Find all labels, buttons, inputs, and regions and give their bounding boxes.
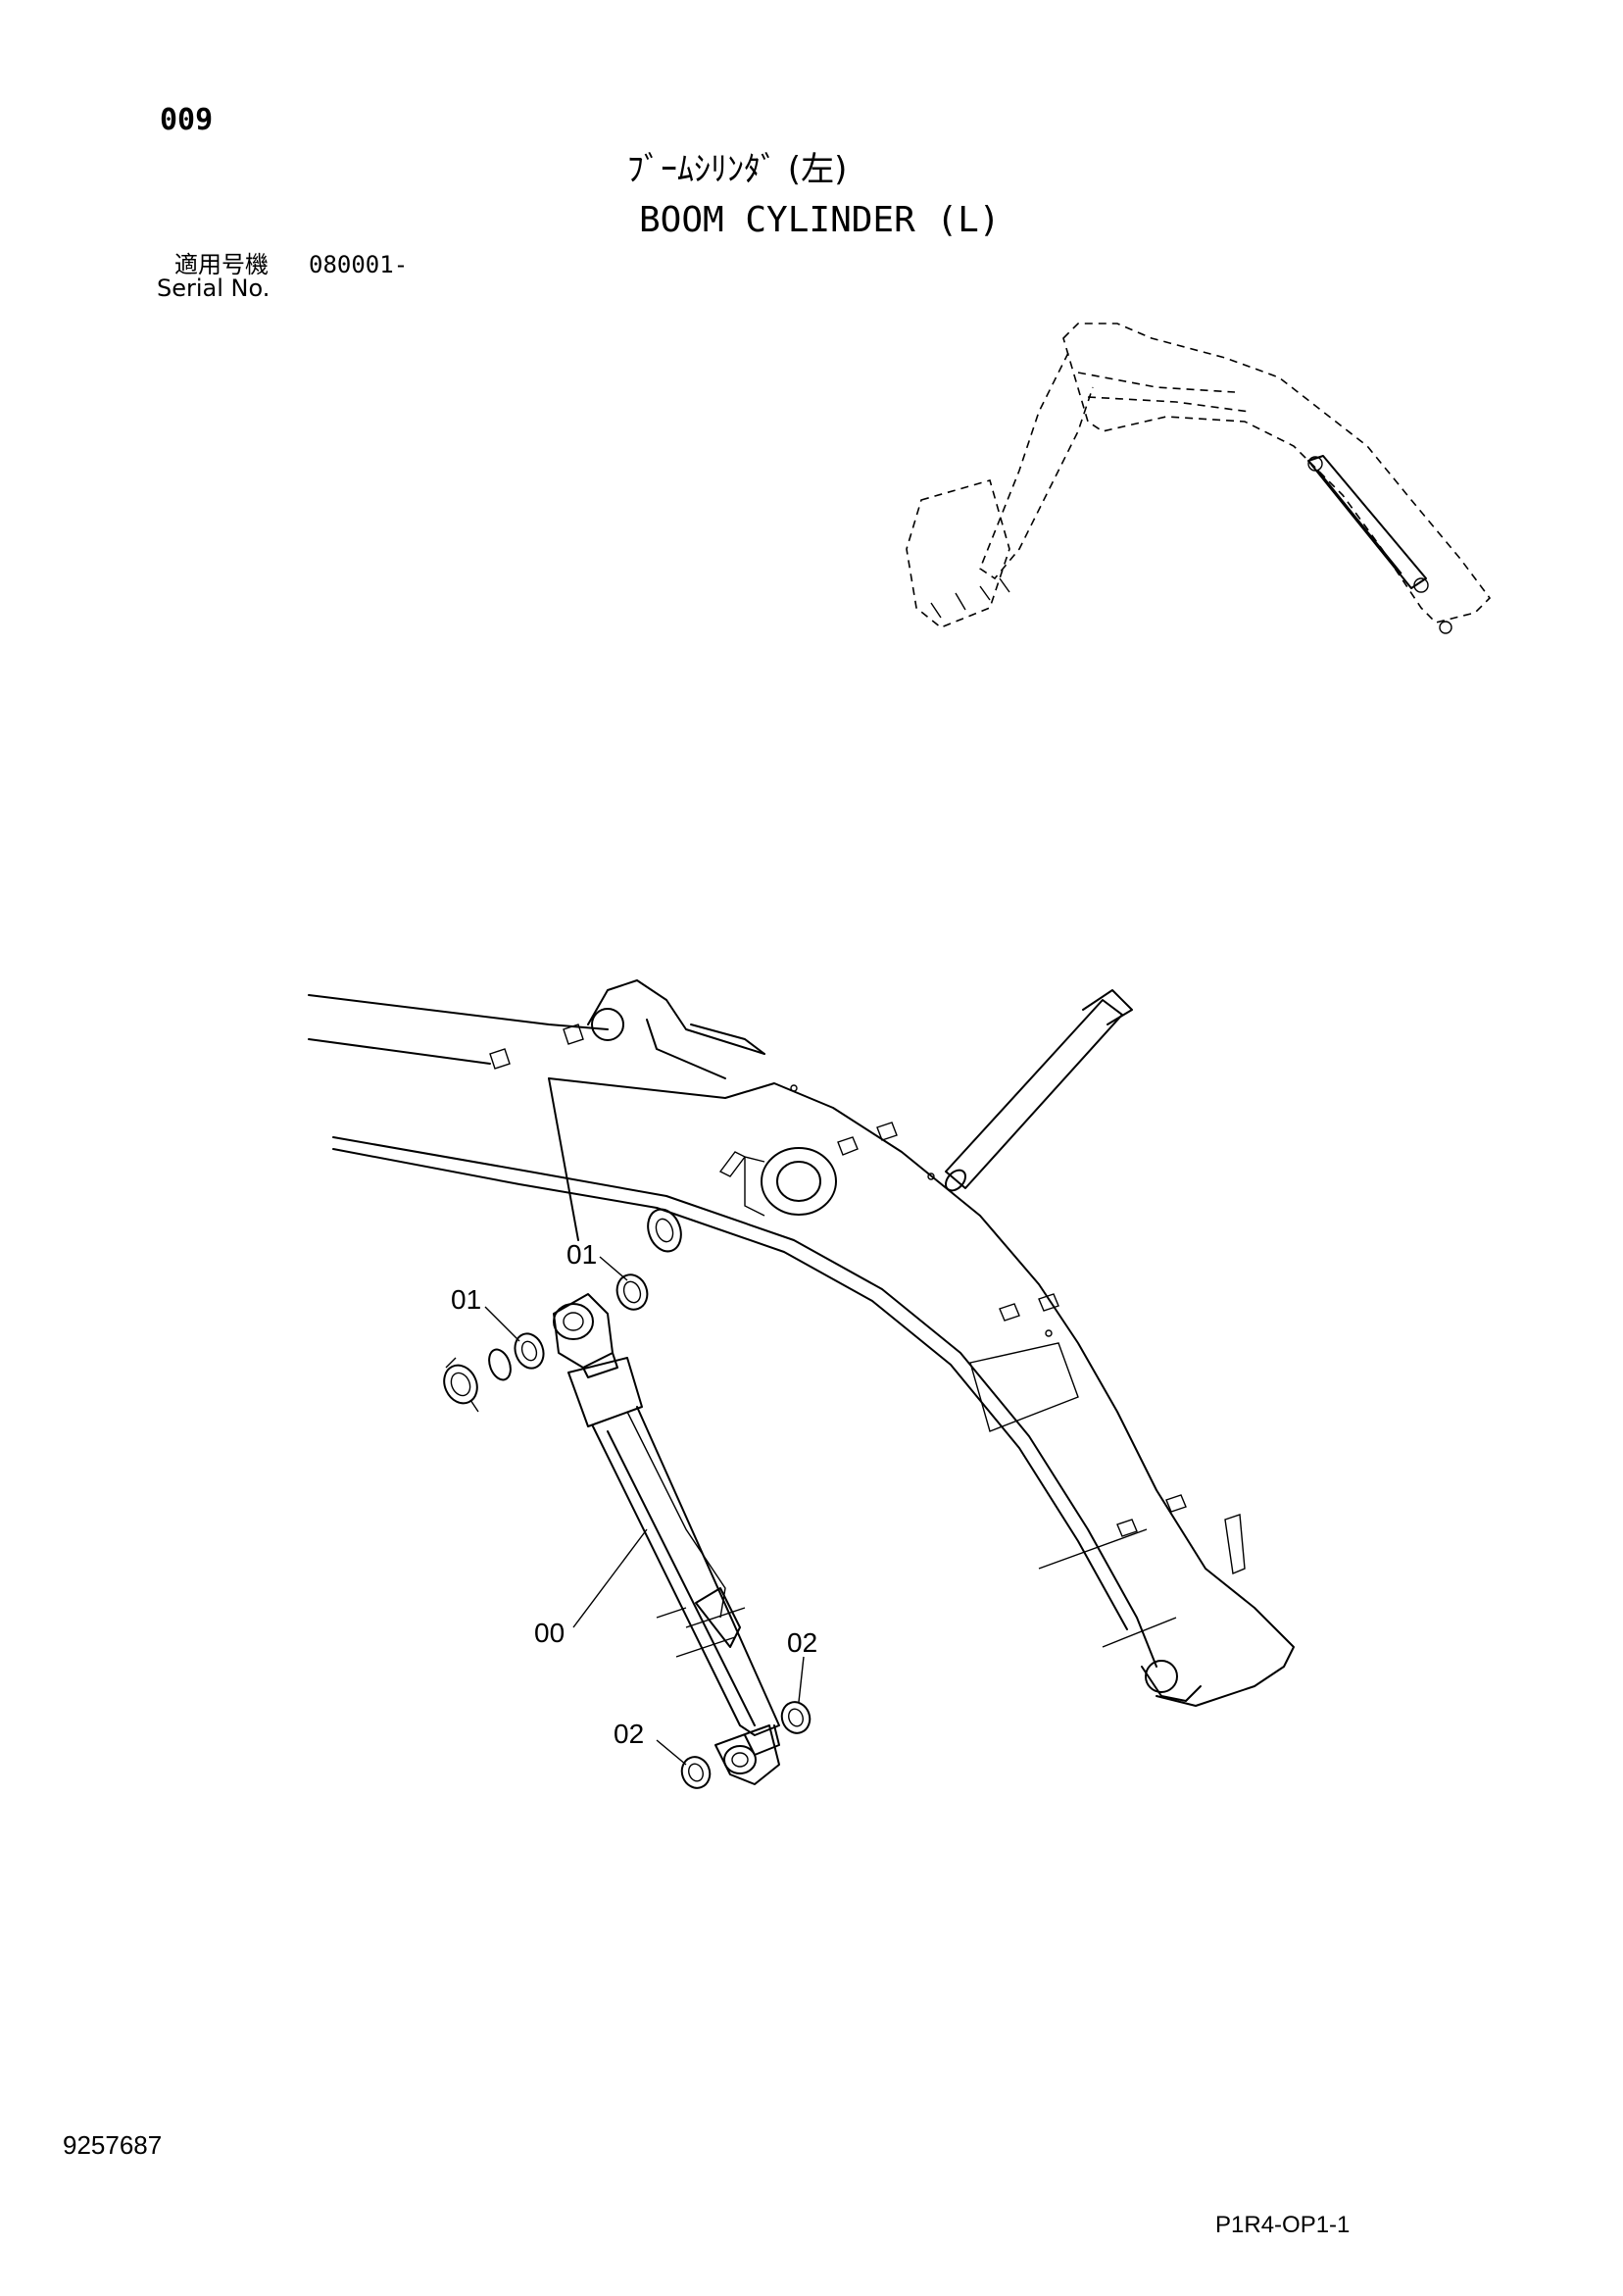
key-map-boom-cylinder [1307, 455, 1429, 593]
washer [647, 1208, 682, 1253]
serial-label-japanese: 適用号機 [174, 251, 269, 278]
leader-lines [484, 1256, 805, 1766]
boom-arm [308, 979, 1295, 1707]
snap-ring [488, 1348, 512, 1381]
document-number: 9257687 [63, 2130, 163, 2160]
page-title: BOOM CYLINDER (L) [639, 200, 1001, 240]
bushing-01-lower [514, 1332, 545, 1370]
bushing-01-upper [615, 1273, 649, 1311]
page-title-japanese: ﾌﾞｰﾑｼﾘﾝﾀﾞ (左) [627, 150, 848, 189]
callout-01-lower: 01 [451, 1284, 482, 1315]
boom-cylinder-00 [553, 1293, 780, 1785]
callout-02-left: 02 [614, 1719, 645, 1749]
pin [945, 989, 1133, 1192]
page-number: 009 [160, 103, 214, 137]
serial-value: 080001- [309, 251, 409, 278]
boom-foot-boss [744, 1147, 837, 1217]
callout-01-upper: 01 [566, 1239, 598, 1270]
lock-plate [443, 1357, 479, 1413]
sheet-code: P1R4-OP1-1 [1215, 2212, 1351, 2238]
bushing-02-right [780, 1701, 812, 1734]
bushing-02-left [680, 1756, 712, 1789]
callout-00: 00 [534, 1618, 566, 1648]
serial-label: Serial No. [157, 275, 270, 302]
callout-02-right: 02 [787, 1627, 818, 1658]
key-map-excavator-front [906, 323, 1492, 634]
